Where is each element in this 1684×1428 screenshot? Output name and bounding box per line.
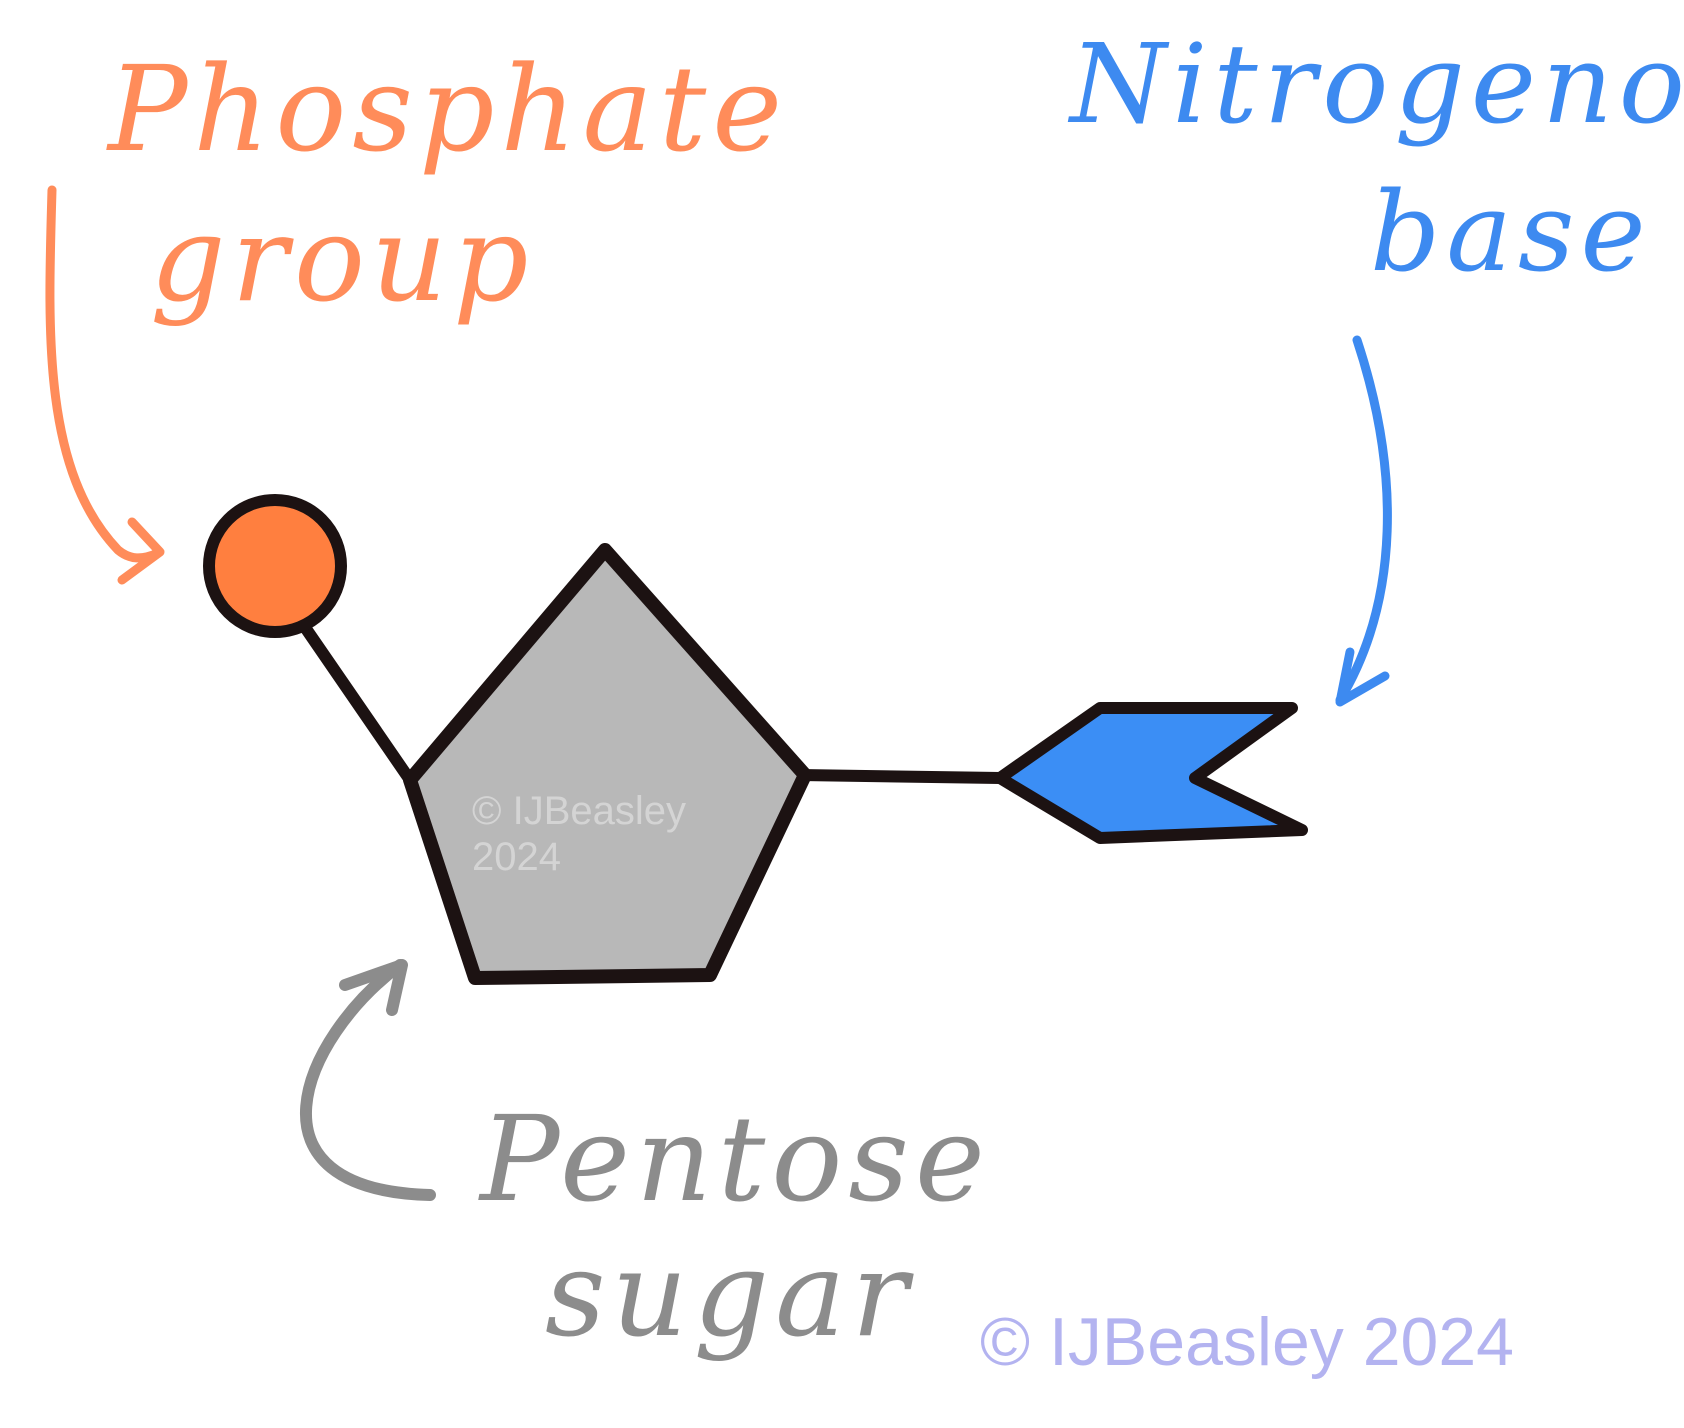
copyright-text: © IJBeasley 2024	[980, 1304, 1514, 1380]
phosphate-group-circle	[203, 494, 347, 638]
phosphate-sugar-bond	[294, 614, 416, 786]
base-label: Nitrogenous base	[1067, 20, 1684, 296]
watermark-line-1: © IJBeasley	[472, 789, 686, 833]
pentose-sugar-pentagon	[403, 543, 812, 985]
sugar-label-line-1: Pentose	[478, 1090, 991, 1228]
base-label-line-2: base	[1370, 168, 1652, 296]
phosphate-arrow	[45, 185, 165, 585]
phosphate-label-line-2: group	[150, 190, 535, 328]
base-arrow	[1335, 335, 1392, 707]
watermark-line-2: 2024	[472, 835, 561, 879]
sugar-arrow	[300, 959, 436, 1201]
phosphate-label-line-1: Phosphate	[106, 40, 788, 178]
sugar-label-line-2: sugar	[545, 1225, 914, 1363]
nitrogenous-base-shape	[994, 702, 1308, 844]
sugar-label: Pentose sugar	[478, 1090, 991, 1363]
phosphate-label: Phosphate group	[106, 40, 788, 328]
base-label-line-1: Nitrogenous	[1067, 20, 1684, 148]
sugar-base-bond	[794, 769, 1006, 784]
watermark: © IJBeasley 2024	[472, 789, 686, 879]
